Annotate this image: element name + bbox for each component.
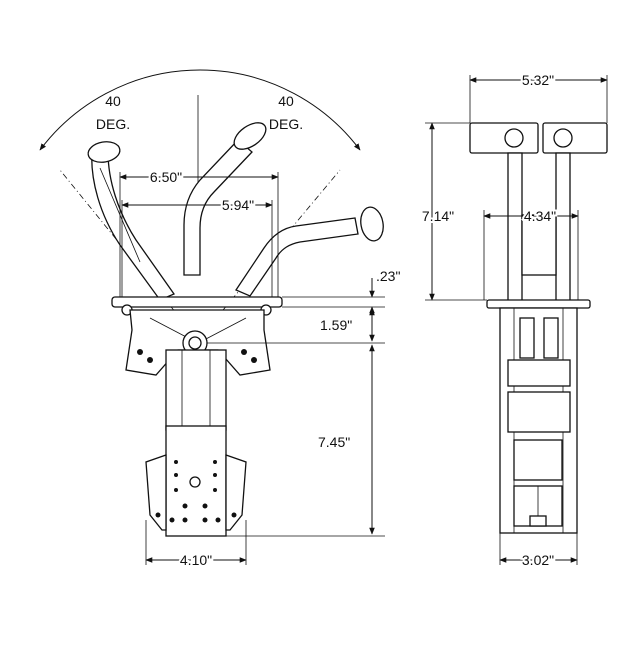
dim-label-1-59: 1.59" [320, 317, 352, 333]
dim-label-0-23: .23" [376, 268, 400, 284]
dim-label-7-45: 7.45" [318, 434, 350, 450]
side-handle-left [469, 122, 539, 154]
angle-arc [39, 69, 361, 151]
dim-label-4-10: 4.10" [180, 552, 212, 568]
dim-label-5-94: 5.94" [222, 197, 254, 213]
side-view: 5.32" 7.14" 4.34" 3.02" [420, 70, 608, 570]
dim-label-6-50: 6.50" [150, 169, 182, 185]
side-handle-right [542, 122, 608, 154]
front-view: 40 DEG. 40 DEG. 6.50" 5.94" .23" 1.59" 7… [39, 69, 400, 570]
pivot-housing [125, 309, 271, 380]
angle-right-value: 40 [278, 93, 294, 109]
top-plate [111, 296, 283, 308]
control-body [145, 349, 247, 537]
side-top-plate [486, 299, 591, 309]
radial-line-right [197, 169, 341, 341]
dim-label-4-34: 4.34" [524, 208, 556, 224]
angle-left-value: 40 [105, 93, 121, 109]
right-handle [235, 206, 384, 297]
dim-label-7-14: 7.14" [422, 208, 454, 224]
dim-label-3-02: 3.02" [522, 552, 554, 568]
angle-right-unit: DEG. [269, 116, 303, 132]
angle-left-unit: DEG. [96, 116, 130, 132]
dim-label-5-32: 5.32" [522, 72, 554, 88]
side-body [499, 307, 578, 534]
left-handle [87, 141, 175, 301]
